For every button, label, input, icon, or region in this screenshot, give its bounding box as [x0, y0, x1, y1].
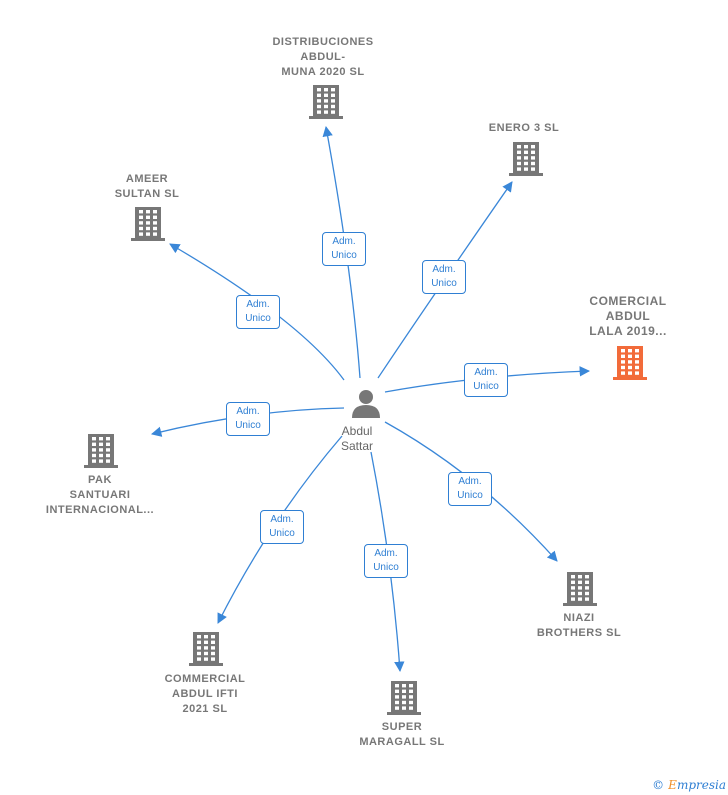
building-icon[interactable]: [563, 572, 597, 606]
role-badge: Adm. Unico: [422, 260, 466, 294]
role-badge-line1: Adm.: [332, 236, 356, 247]
role-badge: Adm. Unico: [236, 295, 280, 329]
role-badge-line1: Adm.: [246, 299, 270, 310]
company-name-label[interactable]: ENERO 3 SL: [488, 122, 560, 134]
building-icon[interactable]: [387, 681, 421, 715]
company-name-label[interactable]: COMMERCIAL ABDUL IFTI 2021 SL: [164, 673, 246, 715]
building-icon[interactable]: [84, 434, 118, 468]
role-badge-line2: Unico: [245, 313, 271, 324]
role-badge-line2: Unico: [473, 381, 499, 392]
building-icon[interactable]: [309, 85, 343, 119]
role-badge-line2: Unico: [373, 562, 399, 573]
role-badge-line2: Unico: [431, 278, 457, 289]
role-badge: Adm. Unico: [464, 363, 508, 397]
role-badge-line2: Unico: [457, 490, 483, 501]
role-badge-line2: Unico: [269, 528, 295, 539]
role-badge-line1: Adm.: [474, 367, 498, 378]
role-badge: Adm. Unico: [226, 402, 270, 436]
person-name-label: Abdul Sattar: [340, 424, 373, 453]
company-name-label[interactable]: SUPER MARAGALL SL: [359, 721, 445, 748]
building-icon[interactable]: [509, 142, 543, 176]
copyright-icon: ©: [652, 778, 665, 792]
role-badge: Adm. Unico: [364, 544, 408, 578]
building-icon[interactable]: [131, 207, 165, 241]
company-name-label[interactable]: DISTRIBUCIONES ABDUL- MUNA 2020 SL: [272, 36, 374, 78]
building-icon-highlight[interactable]: [613, 346, 647, 380]
role-badge-line1: Adm.: [458, 476, 482, 487]
role-badge-line1: Adm.: [432, 264, 456, 275]
role-badge-line1: Adm.: [270, 514, 294, 525]
footer-brand: ©Empresia: [652, 778, 726, 792]
role-badge-line2: Unico: [331, 250, 357, 261]
company-name-label[interactable]: PAK SANTUARI INTERNACIONAL...: [45, 474, 155, 516]
role-badge-line1: Adm.: [374, 548, 398, 559]
person-icon[interactable]: [352, 390, 380, 418]
company-name-label[interactable]: AMEER SULTAN SL: [114, 173, 180, 200]
brand-logo-first: E: [668, 778, 677, 792]
brand-logo-rest: mpresia: [676, 778, 726, 792]
role-badge-line1: Adm.: [236, 406, 260, 417]
role-badge: Adm. Unico: [322, 232, 366, 266]
company-name-label[interactable]: COMERCIAL ABDUL LALA 2019...: [589, 294, 667, 338]
role-badge: Adm. Unico: [448, 472, 492, 506]
role-badge-line2: Unico: [235, 420, 261, 431]
company-name-label[interactable]: NIAZI BROTHERS SL: [536, 612, 622, 639]
role-badge: Adm. Unico: [260, 510, 304, 544]
building-icon[interactable]: [189, 632, 223, 666]
